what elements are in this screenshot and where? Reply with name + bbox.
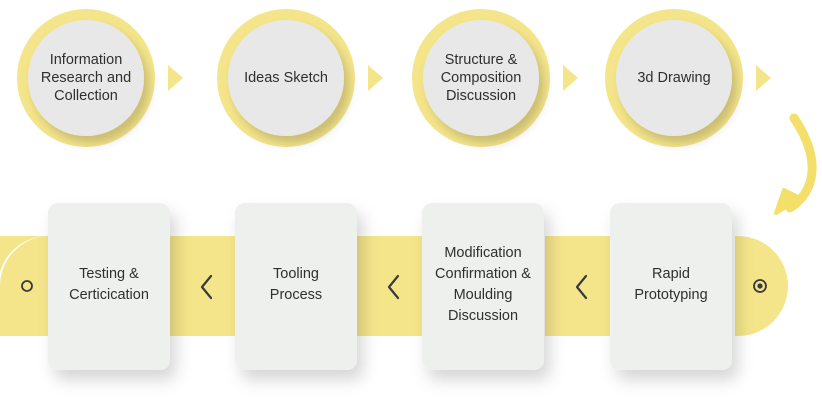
chevron-left-icon <box>575 274 588 300</box>
hollow-circle-icon <box>21 280 33 292</box>
top-step-label-1: Information Research and Collection <box>40 52 132 104</box>
top-step-label-2: Ideas Sketch <box>244 70 328 86</box>
chevron-left-icon <box>200 274 213 300</box>
top-step-label-4: 3d Drawing <box>637 70 711 86</box>
bottom-step-label-1: Rapid Prototyping <box>634 266 708 303</box>
bottom-step-label-4: Testing & Certicication <box>69 266 149 303</box>
curved-arrow-down-icon <box>774 113 817 215</box>
top-step-4 <box>605 9 771 147</box>
chevron-left-icon <box>387 274 400 300</box>
top-step-2 <box>217 9 383 147</box>
bottom-left-end-cap <box>0 236 48 336</box>
bottom-step-label-2: Modification Confirmation & Moulding Dis… <box>435 245 531 324</box>
bottom-card-1 <box>610 203 732 370</box>
bottom-card-2 <box>422 203 544 370</box>
top-step-1 <box>17 9 183 147</box>
bottom-step-label-3: Tooling Process <box>269 266 323 303</box>
target-dot-icon <box>753 279 767 293</box>
top-step-3 <box>412 9 578 147</box>
bottom-card-4 <box>48 203 170 370</box>
top-step-label-3: Structure & Composition Discussion <box>440 52 522 104</box>
bottom-card-3 <box>235 203 357 370</box>
